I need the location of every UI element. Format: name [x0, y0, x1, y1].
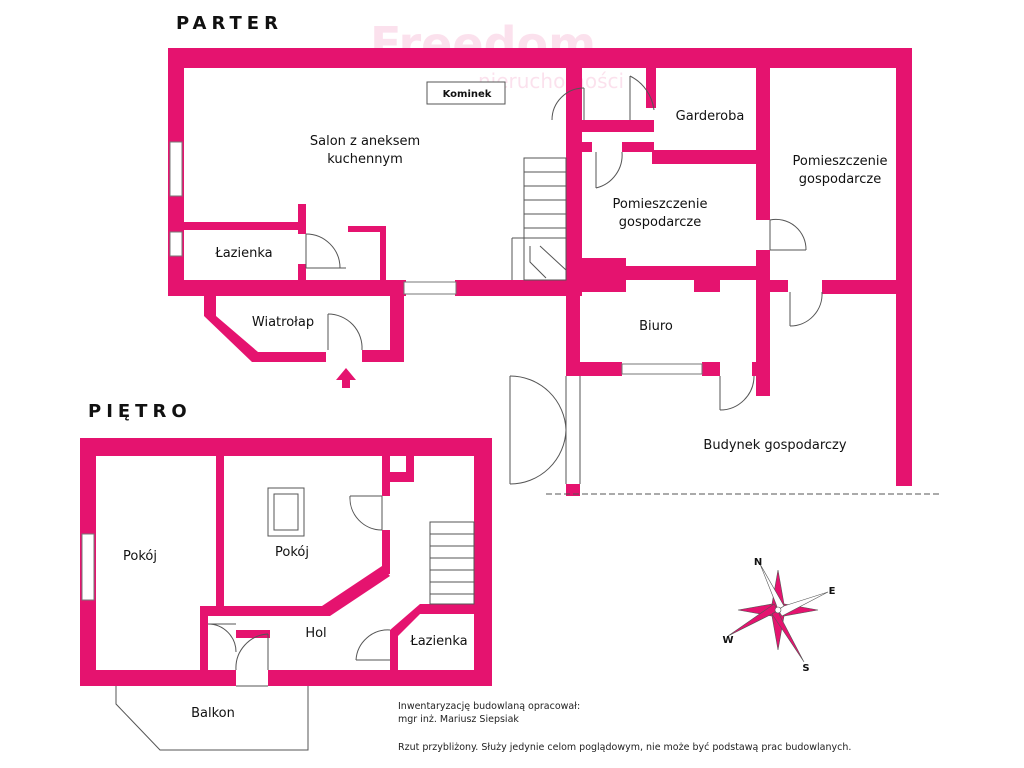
- upper-floor-walls: [80, 438, 492, 686]
- ground-floor-walls: [168, 48, 912, 496]
- room-wiatrolap-label: Wiatrołap: [251, 315, 315, 330]
- room-pomieszczenie-2-line2: gospodarcze: [798, 172, 882, 187]
- room-pomieszczenie-2-label: Pomieszczenie gospodarcze: [772, 153, 908, 189]
- room-garderoba-label: Garderoba: [675, 109, 745, 124]
- room-pomieszczenie-1-line1: Pomieszczenie: [612, 197, 708, 212]
- room-pomieszczenie-1-label: Pomieszczenie gospodarcze: [592, 196, 728, 232]
- room-pokoj-left-label: Pokój: [123, 549, 157, 564]
- room-salon-line2: kuchennym: [327, 152, 403, 167]
- compass-s-label: S: [802, 663, 810, 674]
- upper-floor-details: [81, 487, 475, 751]
- room-salon-label: Salon z aneksem kuchennym: [290, 133, 440, 169]
- compass-rose: [727, 563, 829, 663]
- compass-e-label: E: [828, 586, 836, 597]
- compass-w-label: W: [722, 635, 734, 646]
- room-budynek-label: Budynek gospodarczy: [703, 438, 847, 453]
- author-note-line2: mgr inż. Mariusz Siepsiak: [398, 714, 519, 725]
- room-pokoj-mid-label: Pokój: [275, 545, 309, 560]
- ground-floor-title: PARTER: [176, 13, 283, 34]
- compass-n-label: N: [753, 557, 763, 568]
- room-lazienka-ground-label: Łazienka: [215, 246, 273, 261]
- room-biuro-label: Biuro: [639, 319, 673, 334]
- disclaimer-note: Rzut przybliżony. Służy jedynie celom po…: [398, 742, 852, 753]
- room-hol-label: Hol: [305, 626, 327, 641]
- room-salon-line1: Salon z aneksem: [309, 134, 421, 149]
- author-note-line1: Inwentaryzację budowlaną opracował:: [398, 701, 581, 712]
- room-lazienka-upper-label: Łazienka: [410, 634, 468, 649]
- room-pomieszczenie-2-line1: Pomieszczenie: [792, 154, 888, 169]
- room-pomieszczenie-1-line2: gospodarcze: [618, 215, 702, 230]
- room-balkon-label: Balkon: [191, 706, 235, 721]
- ground-floor-details: [169, 75, 942, 495]
- room-kominek-label: Kominek: [442, 89, 492, 100]
- upper-floor-title: PIĘTRO: [88, 401, 192, 422]
